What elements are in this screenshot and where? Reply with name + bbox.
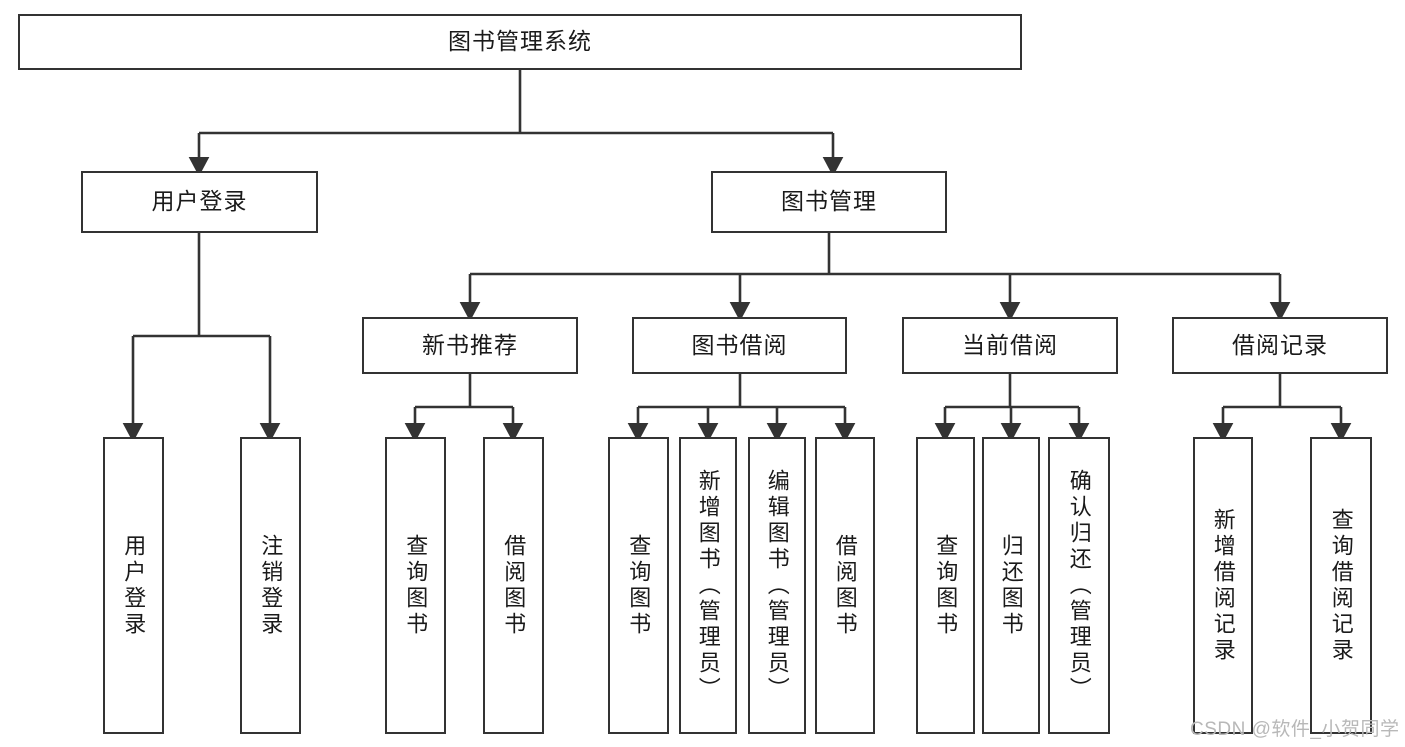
node-book-manage-label: 图书管理 [781, 188, 877, 215]
node-new-book-rec[interactable]: 新书推荐 [362, 317, 578, 374]
node-leaf-borrow-edit-book[interactable]: 编辑图书（管理员） [748, 437, 806, 734]
node-leaf-borrow-add-book-label: 新增图书（管理员） [695, 468, 721, 703]
node-leaf-borrow-lend-book-label: 借阅图书 [832, 533, 858, 638]
node-book-borrow[interactable]: 图书借阅 [632, 317, 847, 374]
node-leaf-cur-return-book[interactable]: 归还图书 [982, 437, 1040, 734]
node-leaf-cur-query-book-label: 查询图书 [933, 533, 959, 638]
node-leaf-user-login-label: 用户登录 [121, 533, 147, 638]
node-new-book-rec-label: 新书推荐 [422, 331, 518, 358]
node-leaf-borrow-edit-book-label: 编辑图书（管理员） [764, 468, 790, 703]
node-leaf-borrow-query-book[interactable]: 查询图书 [608, 437, 669, 734]
node-leaf-rec-query-record-label: 查询借阅记录 [1328, 507, 1354, 664]
node-current-borrow[interactable]: 当前借阅 [902, 317, 1118, 374]
node-book-manage[interactable]: 图书管理 [711, 171, 947, 233]
node-leaf-cur-query-book[interactable]: 查询图书 [916, 437, 975, 734]
node-leaf-rec-query-book-label: 查询图书 [403, 533, 429, 638]
node-current-borrow-label: 当前借阅 [962, 331, 1058, 358]
node-leaf-rec-borrow-book[interactable]: 借阅图书 [483, 437, 544, 734]
node-leaf-cur-return-book-label: 归还图书 [998, 533, 1024, 638]
node-leaf-borrow-query-book-label: 查询图书 [626, 533, 652, 638]
node-root[interactable]: 图书管理系统 [18, 14, 1022, 70]
node-leaf-rec-add-record[interactable]: 新增借阅记录 [1193, 437, 1253, 734]
node-leaf-cur-confirm-return-label: 确认归还（管理员） [1066, 468, 1092, 703]
node-user-login[interactable]: 用户登录 [81, 171, 318, 233]
node-leaf-rec-borrow-book-label: 借阅图书 [501, 533, 527, 638]
node-leaf-rec-query-record[interactable]: 查询借阅记录 [1310, 437, 1372, 734]
node-book-borrow-label: 图书借阅 [691, 331, 788, 358]
node-leaf-rec-query-book[interactable]: 查询图书 [385, 437, 446, 734]
node-leaf-cur-confirm-return[interactable]: 确认归还（管理员） [1048, 437, 1110, 734]
node-root-label: 图书管理系统 [448, 28, 592, 55]
node-borrow-record-label: 借阅记录 [1232, 331, 1328, 358]
node-leaf-user-logout-label: 注销登录 [258, 533, 284, 638]
node-leaf-user-login[interactable]: 用户登录 [103, 437, 164, 734]
node-leaf-borrow-lend-book[interactable]: 借阅图书 [815, 437, 875, 734]
csdn-watermark: CSDN @软件_小贺同学 [1190, 719, 1400, 740]
node-leaf-user-logout[interactable]: 注销登录 [240, 437, 301, 734]
node-leaf-borrow-add-book[interactable]: 新增图书（管理员） [679, 437, 737, 734]
node-user-login-label: 用户登录 [151, 188, 248, 215]
node-borrow-record[interactable]: 借阅记录 [1172, 317, 1388, 374]
node-leaf-rec-add-record-label: 新增借阅记录 [1210, 507, 1236, 664]
